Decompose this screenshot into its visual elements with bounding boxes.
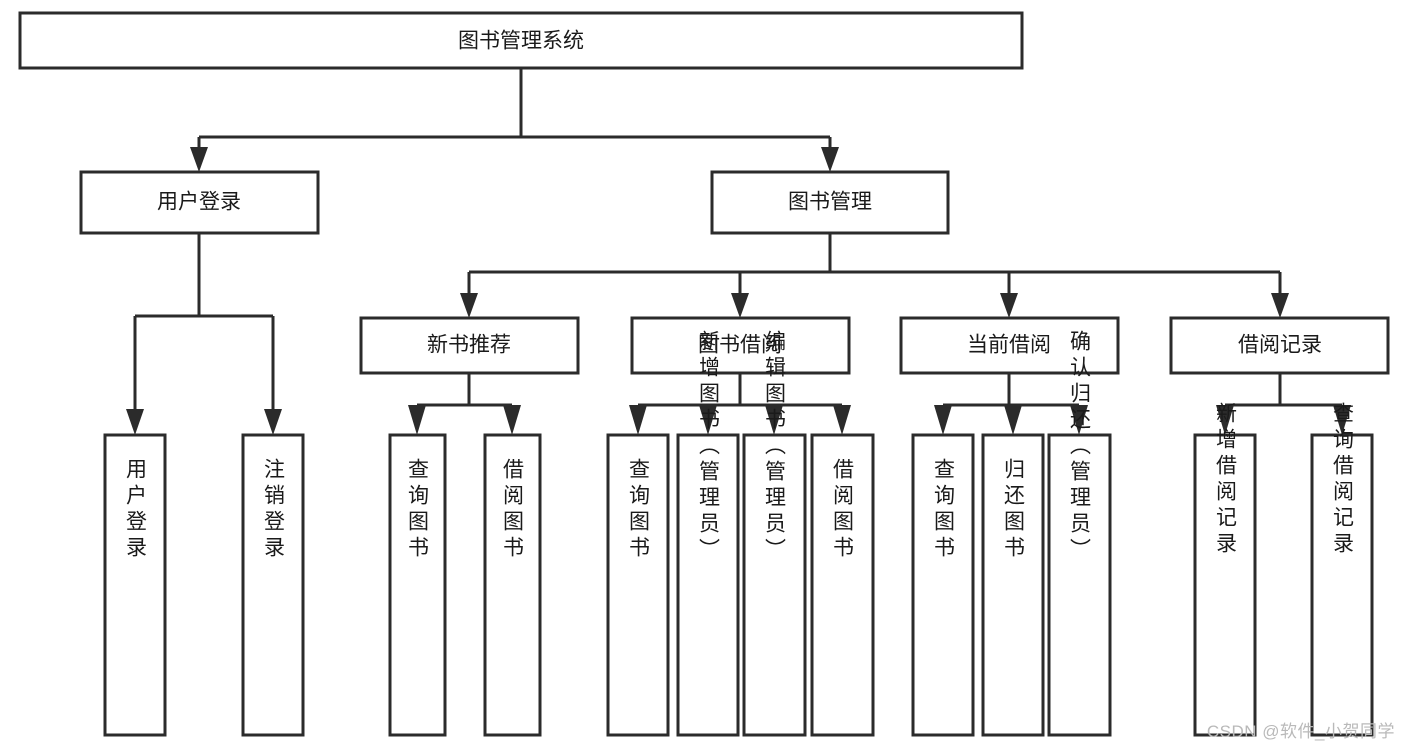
leaf-br-query-record-label: 查询借阅记录 — [1331, 402, 1355, 558]
leaf-cb-query-books-box[interactable] — [911, 433, 975, 737]
leaf-logout[interactable]: 注销登录 — [241, 433, 305, 737]
node-user-login[interactable]: 用户登录 — [79, 170, 320, 235]
leaf-nb-query-books-label: 查询图书 — [406, 458, 430, 562]
node-borrow-records-box[interactable] — [1169, 316, 1390, 375]
leaf-cb-confirm-return[interactable]: 确认归还（管理员） — [1047, 330, 1112, 737]
arrowhead-login-user — [126, 409, 144, 435]
arrowhead-book-mgmt — [821, 147, 839, 172]
node-book-management-box[interactable] — [710, 170, 950, 235]
leaf-bb-add-book[interactable]: 新增图书（管理员） — [676, 330, 740, 737]
node-new-book-recommend-box[interactable] — [359, 316, 580, 375]
leaf-bb-borrow-book-box[interactable] — [810, 433, 875, 737]
arrowhead-bb-borrow-book — [833, 405, 851, 435]
leaf-br-add-record-label: 新增借阅记录 — [1214, 402, 1238, 558]
arrowhead-logout-user — [264, 409, 282, 435]
leaf-bb-add-book-label: 新增图书（管理员） — [697, 330, 721, 564]
node-book-management-label: 图书管理 — [788, 191, 872, 214]
arrowhead-borrow-records — [1271, 293, 1289, 318]
arrowhead-br-query-record — [1333, 405, 1351, 435]
leaf-user-login-box[interactable] — [103, 433, 167, 737]
arrowhead-current-borrow — [1000, 293, 1018, 318]
leaf-bb-add-book-box[interactable] — [676, 433, 740, 737]
leaf-bb-borrow-book-label: 借阅图书 — [831, 458, 855, 562]
node-current-borrow[interactable]: 当前借阅 — [899, 316, 1120, 375]
arrowhead-bb-query-books — [629, 405, 647, 435]
leaf-bb-borrow-book[interactable]: 借阅图书 — [810, 433, 875, 737]
leaf-bb-edit-book-box[interactable] — [742, 433, 807, 737]
arrowhead-cb-return-book — [1004, 405, 1022, 435]
leaf-user-login-label: 用户登录 — [124, 458, 148, 562]
arrowhead-nb-borrow-books — [503, 405, 521, 435]
node-root-label: 图书管理系统 — [458, 30, 584, 53]
leaf-bb-edit-book-label: 编辑图书（管理员） — [763, 330, 787, 564]
leaf-logout-box[interactable] — [241, 433, 305, 737]
leaf-nb-query-books-box[interactable] — [388, 433, 447, 737]
leaf-br-query-record-box[interactable] — [1310, 433, 1374, 737]
node-book-borrow-box[interactable] — [630, 316, 851, 375]
arrowhead-user-login — [190, 147, 208, 172]
node-book-management[interactable]: 图书管理 — [710, 170, 950, 235]
leaf-cb-query-books-label: 查询图书 — [932, 458, 956, 562]
leaf-br-add-record-box[interactable] — [1193, 433, 1257, 737]
arrowhead-new-books — [460, 293, 478, 318]
leaf-nb-query-books[interactable]: 查询图书 — [388, 433, 447, 737]
node-root[interactable]: 图书管理系统 — [18, 11, 1024, 70]
node-book-borrow-label: 图书借阅 — [698, 334, 782, 357]
node-user-login-box[interactable] — [79, 170, 320, 235]
leaf-logout-label: 注销登录 — [262, 458, 286, 562]
leaf-cb-return-book-box[interactable] — [981, 433, 1045, 737]
leaf-br-add-record[interactable]: 新增借阅记录 — [1193, 402, 1257, 737]
arrowhead-br-add-record — [1216, 405, 1234, 435]
node-user-login-label: 用户登录 — [157, 191, 241, 214]
arrowhead-nb-query-books — [408, 405, 426, 435]
leaf-user-login[interactable]: 用户登录 — [103, 433, 167, 737]
arrowhead-bb-add-book — [699, 405, 717, 435]
leaf-bb-query-books-label: 查询图书 — [627, 458, 651, 562]
node-root-box[interactable] — [18, 11, 1024, 70]
node-book-borrow[interactable]: 图书借阅 — [630, 316, 851, 375]
leaf-nb-borrow-books[interactable]: 借阅图书 — [483, 433, 542, 737]
node-current-borrow-box[interactable] — [899, 316, 1120, 375]
arrowhead-cb-query-books — [934, 405, 952, 435]
leaf-cb-return-book-label: 归还图书 — [1002, 458, 1026, 562]
leaf-bb-query-books[interactable]: 查询图书 — [606, 433, 670, 737]
leaf-cb-confirm-return-box[interactable] — [1047, 433, 1112, 737]
leaf-nb-borrow-books-label: 借阅图书 — [501, 458, 525, 562]
arrowhead-borrow-books — [731, 293, 749, 318]
edges-layer — [126, 68, 1351, 435]
node-new-book-recommend[interactable]: 新书推荐 — [359, 316, 580, 375]
leaf-cb-query-books[interactable]: 查询图书 — [911, 433, 975, 737]
node-current-borrow-label: 当前借阅 — [967, 334, 1051, 357]
node-new-book-recommend-label: 新书推荐 — [427, 334, 511, 357]
arrowhead-cb-confirm-return — [1070, 405, 1088, 435]
leaf-cb-return-book[interactable]: 归还图书 — [981, 433, 1045, 737]
leaf-bb-query-books-box[interactable] — [606, 433, 670, 737]
arrowhead-bb-edit-book — [765, 405, 783, 435]
leaf-bb-edit-book[interactable]: 编辑图书（管理员） — [742, 330, 807, 737]
leaf-nb-borrow-books-box[interactable] — [483, 433, 542, 737]
leaf-cb-confirm-return-label: 确认归还（管理员） — [1068, 330, 1092, 564]
node-borrow-records-label: 借阅记录 — [1238, 334, 1322, 357]
node-borrow-records[interactable]: 借阅记录 — [1169, 316, 1390, 375]
leaf-br-query-record[interactable]: 查询借阅记录 — [1310, 402, 1374, 737]
